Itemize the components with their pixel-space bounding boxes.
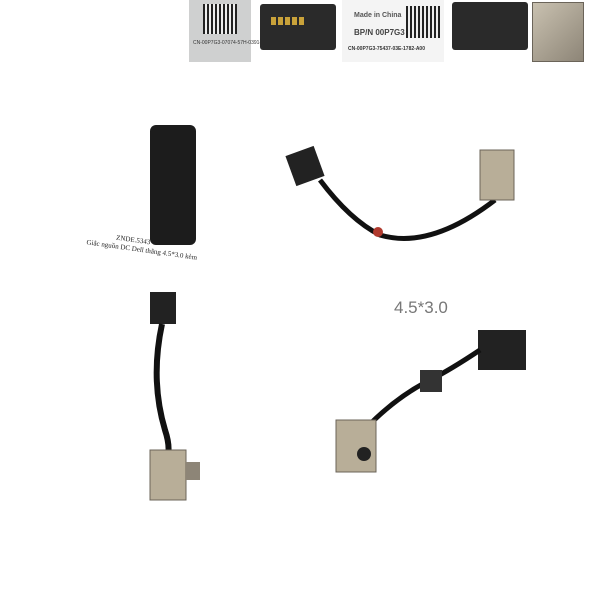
cable-top-right xyxy=(285,145,515,241)
wrapped-cable xyxy=(150,125,196,245)
part-number: BP/N 00P7G3 xyxy=(354,28,405,37)
barcode-label-2: Made in China BP/N 00P7G3 CN-00P7G3-7543… xyxy=(342,0,444,62)
dc-jack-photo xyxy=(532,2,584,62)
cable-bottom-left xyxy=(149,292,200,501)
label-code: CN-00P7G3-07074-57H-0391-A00 xyxy=(193,40,270,46)
barcode-label-1: CN-00P7G3-07074-57H-0391-A00 xyxy=(189,0,270,62)
cable-bottom-right xyxy=(335,330,526,473)
qr-code xyxy=(203,4,237,34)
connector-back xyxy=(452,2,528,50)
connector-front xyxy=(260,4,336,50)
size-caption: 4.5*3.0 xyxy=(394,298,448,317)
qr-code xyxy=(406,6,440,38)
label-code: CN-00P7G3-75437-03E-1782-A00 xyxy=(348,46,425,52)
made-in-text: Made in China xyxy=(354,12,402,19)
